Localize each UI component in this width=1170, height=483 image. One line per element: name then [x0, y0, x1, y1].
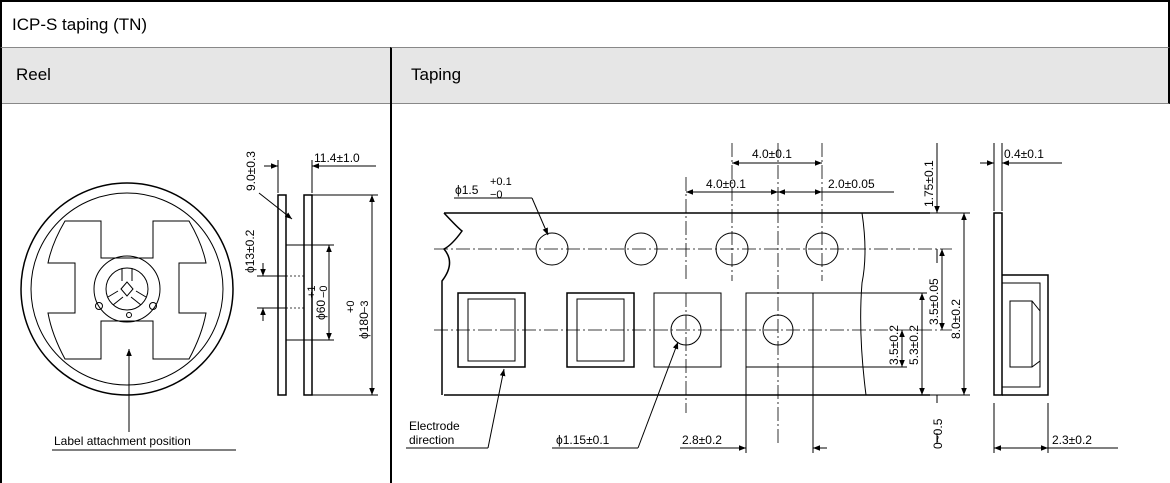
sprocket-tol-minus: −0 — [490, 189, 503, 201]
hole-to-pocket-dim: 3.5±0.05 — [927, 278, 941, 325]
reel-drawing-cell: Label attachment position 11.4±1.0 9.0±0… — [0, 103, 391, 483]
reel-header: Reel — [16, 65, 51, 84]
flange-gap-dim: 9.0±0.3 — [244, 151, 258, 191]
bottom-dimensions: Electrode direction ϕ1.15±0.1 2.8±0.2 — [406, 341, 827, 453]
edge-to-hole-dim: 1.75±0.1 — [922, 160, 936, 207]
pitch-dimensions: 4.0±0.1 4.0±0.1 2.0±0.05 ϕ1.5 +0.1 −0 — [454, 147, 894, 236]
reel-tol-plus: +0 — [345, 300, 357, 313]
reel-header-cell: Reel — [0, 47, 391, 104]
tape-width-dim: 8.0±0.2 — [949, 299, 963, 339]
reel-side-view: 11.4±1.0 9.0±0.3 ϕ13±0.2 ϕ60 +1 −0 — [243, 151, 378, 396]
reel-drawing: Label attachment position 11.4±1.0 9.0±0… — [20, 151, 378, 451]
hub-tol-plus: +1 — [306, 285, 318, 298]
tape-plan-view — [434, 143, 952, 443]
electrode-text-1: Electrode — [409, 419, 460, 433]
taping-header-cell: Taping — [390, 47, 1170, 104]
label-position-text: Label attachment position — [54, 434, 191, 448]
pitch-top-dim: 4.0±0.1 — [752, 147, 792, 161]
pocket-hole-dim: ϕ1.15±0.1 — [556, 433, 610, 447]
width-dim: 11.4±1.0 — [314, 151, 360, 165]
sprocket-hole-dim: ϕ1.5 — [455, 183, 479, 197]
pitch-sprocket-dim: 4.0±0.1 — [706, 177, 746, 191]
pocket-depth-dim: 2.3±0.2 — [1052, 433, 1092, 447]
reel-tol-minus: −3 — [359, 300, 371, 313]
reel-dia-dim: ϕ180 — [357, 312, 371, 339]
hub-hole-dim: ϕ13±0.2 — [243, 229, 257, 273]
hub-dia-dim: ϕ60 — [314, 300, 328, 320]
pocket-half-dim: 3.5±0.2 — [887, 325, 901, 365]
hub-tol-minus: −0 — [318, 285, 330, 298]
reel-front-view: Label attachment position — [20, 182, 236, 451]
tape-side-view: 0.4±0.1 2.3±0.2 — [980, 143, 1118, 453]
sprocket-offset-dim: 2.0±0.05 — [828, 177, 875, 191]
width-dimensions: 8.0±0.2 1.75±0.1 3.5±0.05 3.5±0.2 5.3±0.… — [813, 143, 970, 449]
electrode-text-2: direction — [409, 433, 454, 447]
thickness-dim: 0.4±0.1 — [1004, 147, 1044, 161]
taping-header: Taping — [411, 65, 462, 84]
title-cell: ICP-S taping (TN) — [0, 0, 1170, 49]
taping-drawing: 4.0±0.1 4.0±0.1 2.0±0.05 ϕ1.5 +0.1 −0 8.… — [406, 143, 1118, 453]
pocket-length-dim: 5.3±0.2 — [907, 325, 921, 365]
depth-tol-dim: 0~0.5 — [931, 418, 945, 449]
table-title: ICP-S taping (TN) — [12, 15, 148, 34]
taping-drawing-cell: 4.0±0.1 4.0±0.1 2.0±0.05 ϕ1.5 +0.1 −0 8.… — [390, 103, 1170, 483]
sprocket-tol-plus: +0.1 — [490, 176, 512, 188]
pocket-width-dim: 2.8±0.2 — [682, 433, 722, 447]
